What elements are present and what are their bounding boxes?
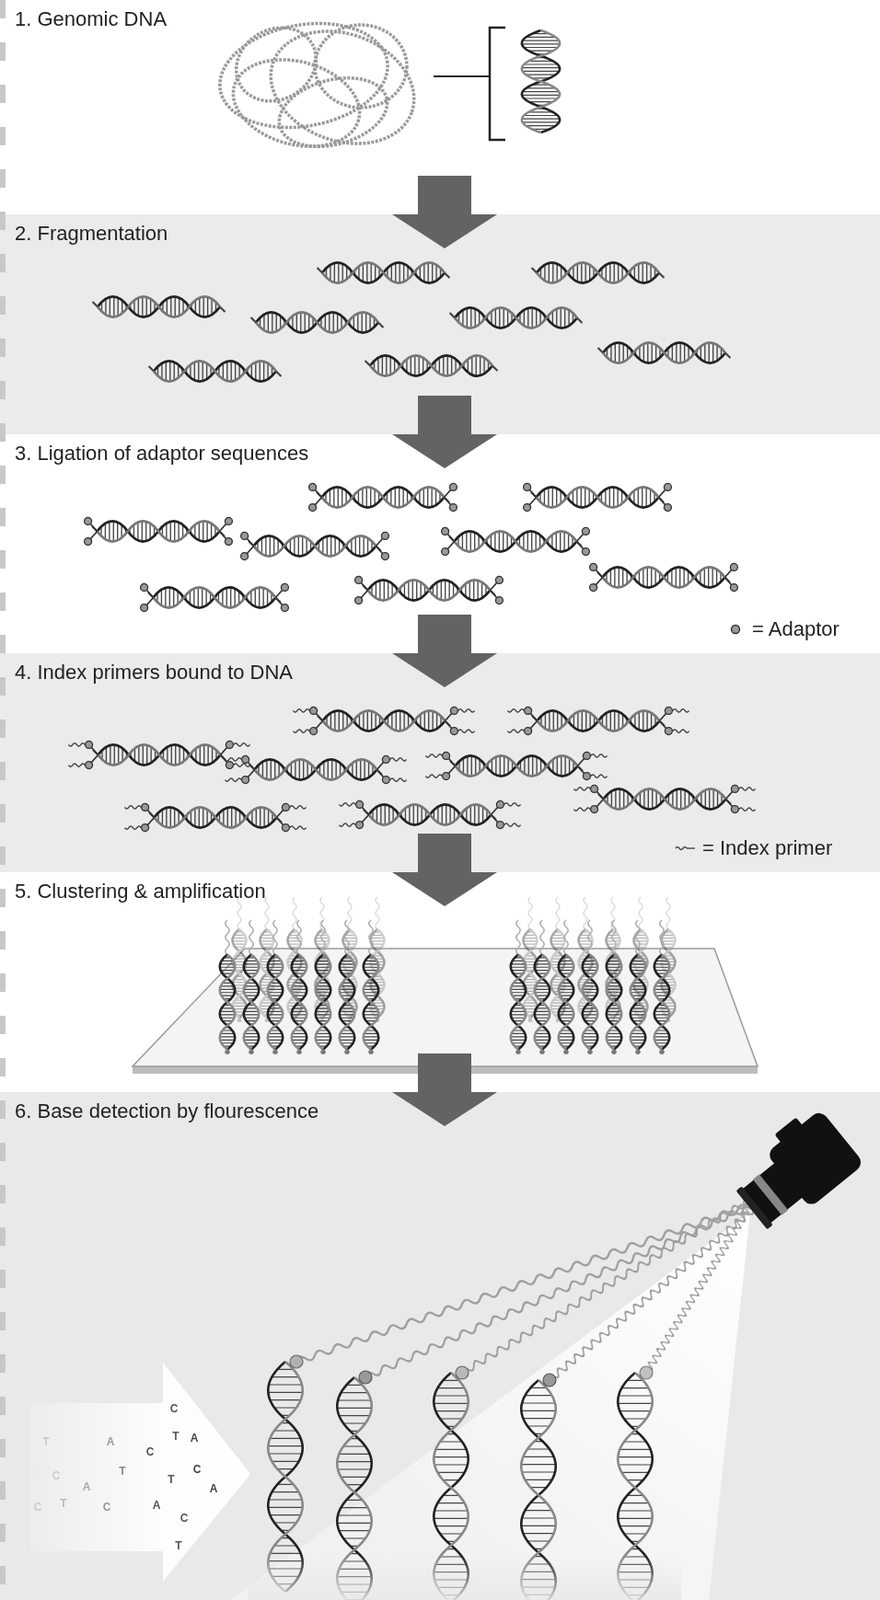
legend-text: = Index primer: [702, 836, 833, 861]
nucleotide-letter: C: [146, 1446, 155, 1459]
step-heading: 5. Clustering & amplification: [14, 880, 267, 904]
step-arrow: [392, 833, 498, 907]
nucleotide-letter: T: [42, 1435, 49, 1449]
step-heading: 2. Fragmentation: [14, 221, 168, 246]
legend-text: = Adaptor: [752, 617, 840, 642]
dna-fragments: [92, 258, 731, 386]
light-cone: [230, 1213, 751, 1600]
nucleotide-letter: C: [170, 1402, 179, 1416]
nucleotide-letter: T: [118, 1465, 126, 1479]
nucleotide-letter: T: [174, 1540, 182, 1553]
step-band: 2. Fragmentation: [0, 214, 880, 435]
nucleotide-letter: T: [167, 1473, 174, 1487]
nucleotide-letter: C: [180, 1512, 189, 1526]
index-primer-legend-symbol: [675, 847, 695, 851]
nucleotide-letter: A: [209, 1482, 219, 1496]
sequencing-strands: [248, 1355, 682, 1600]
step-arrow: [392, 175, 498, 249]
nucleotide-arrow: [30, 1363, 251, 1583]
camera: [723, 1102, 865, 1239]
step-band: 1. Genomic DNA: [0, 0, 880, 215]
genomic-dna-tangle: [211, 11, 430, 163]
adaptor-fragments: [84, 483, 739, 613]
step-arrow: [392, 395, 498, 469]
fluorescence-waves: [295, 1193, 764, 1383]
step-band: 5. Clustering & amplification: [0, 872, 880, 1093]
index-fragments: [68, 706, 755, 833]
step-heading: 1. Genomic DNA: [14, 7, 167, 32]
step-band: 6. Base detection by flourescence: [0, 1092, 880, 1600]
step-heading: 4. Index primers bound to DNA: [14, 660, 293, 685]
nucleotide-letter: T: [172, 1430, 179, 1444]
nucleotide-letter: C: [103, 1501, 112, 1515]
step-arrow: [392, 1053, 498, 1127]
step-arrow: [392, 614, 498, 688]
step-band: 3. Ligation of adaptor sequences: [0, 434, 880, 654]
nucleotide-letter: T: [59, 1497, 67, 1511]
step-heading: 6. Base detection by flourescence: [14, 1100, 319, 1124]
nucleotide-letter: A: [152, 1499, 162, 1513]
nucleotide-letter: C: [52, 1470, 61, 1483]
nucleotide-letter: A: [190, 1432, 199, 1446]
adaptor-legend-symbol: [731, 625, 741, 635]
clusters-front: [217, 920, 672, 1055]
nucleotide-letter: A: [82, 1481, 92, 1494]
step-heading: 3. Ligation of adaptor sequences: [14, 441, 309, 466]
nucleotide-letter: C: [34, 1501, 43, 1515]
nucleotide-letter: A: [106, 1435, 116, 1449]
zoom-bracket: [433, 27, 567, 140]
nucleotide-letter: C: [193, 1463, 202, 1477]
